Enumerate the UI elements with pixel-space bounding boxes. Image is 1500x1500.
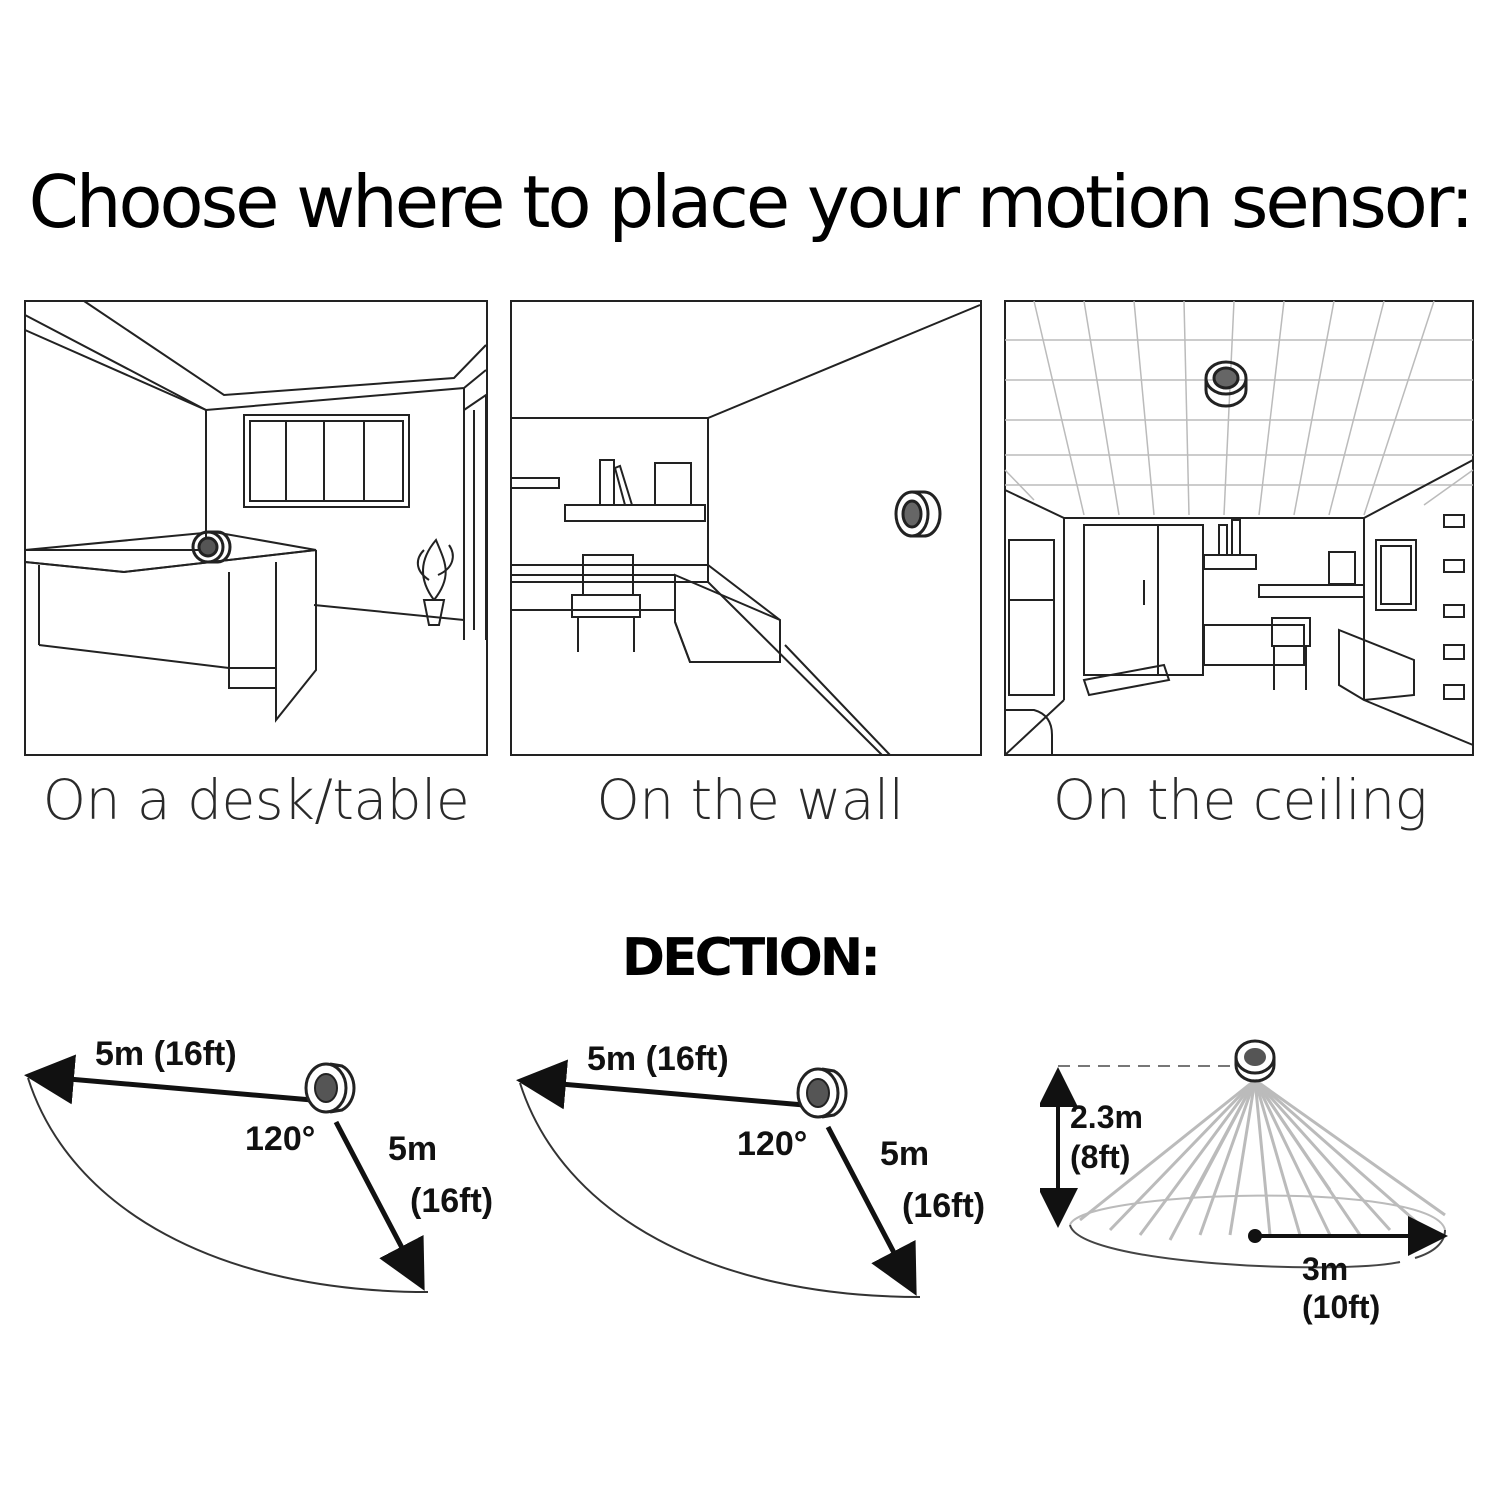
ceiling-placement-illustration (1004, 300, 1474, 756)
desk-placement-illustration (24, 300, 488, 756)
wall-range-side-ft: (16ft) (902, 1187, 985, 1225)
wall-range-top: 5m (16ft) (587, 1040, 729, 1078)
ceiling-radius-ft: (10ft) (1302, 1289, 1380, 1325)
desk-range-side-m: 5m (388, 1130, 437, 1168)
wall-angle: 120° (737, 1125, 807, 1163)
motion-sensor-icon (1202, 358, 1250, 410)
caption-desk: On a desk/table (42, 768, 470, 832)
wall-range-side-m: 5m (880, 1135, 929, 1173)
desk-range-side-ft: (16ft) (410, 1182, 493, 1220)
ceiling-radius-m: 3m (1302, 1251, 1348, 1287)
detection-heading: DECTION: (621, 928, 881, 988)
motion-sensor-icon (892, 488, 944, 540)
desk-range-top: 5m (16ft) (95, 1035, 237, 1073)
caption-wall: On the wall (596, 768, 904, 832)
ceiling-height-m: 2.3m (1070, 1099, 1143, 1135)
motion-sensor-icon (1234, 1039, 1276, 1083)
desk-angle: 120° (245, 1120, 315, 1158)
wall-detection-diagram: 5m (16ft) 120° 5m (16ft) (512, 1035, 1012, 1325)
caption-ceiling: On the ceiling (1052, 768, 1428, 832)
motion-sensor-icon (304, 1062, 356, 1114)
page-title: Choose where to place your motion sensor… (28, 160, 1475, 244)
motion-sensor-icon (796, 1067, 848, 1119)
motion-sensor-icon (190, 530, 234, 564)
desk-detection-diagram: 5m (16ft) 120° 5m (16ft) (20, 1030, 520, 1320)
wall-placement-illustration (510, 300, 982, 756)
ceiling-detection-diagram: 2.3m (8ft) 3m (10ft) (1040, 1030, 1480, 1340)
ceiling-height-ft: (8ft) (1070, 1139, 1130, 1175)
